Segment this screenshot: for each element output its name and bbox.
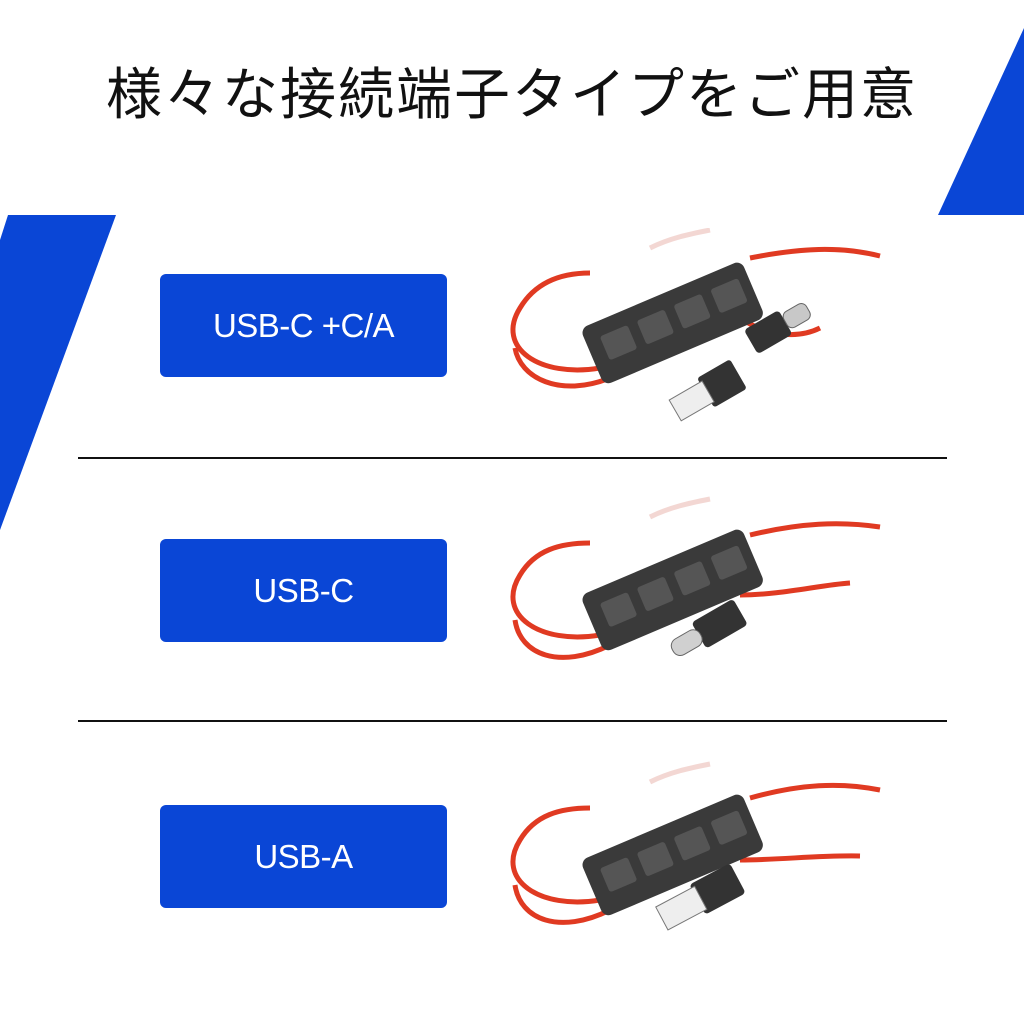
section-divider [78,720,947,722]
controller-usb-c-ca-image [510,228,881,422]
option-label-text: USB-A [254,837,353,875]
left-accent [0,215,116,530]
section-divider [78,457,947,459]
controller-usb-c-image [510,496,881,660]
option-label-usb-c: USB-C [160,539,447,642]
option-label-usb-a: USB-A [160,805,447,908]
controller-usb-a-image [510,761,881,931]
option-label-usb-c-ca: USB-C +C/A [160,274,447,377]
top-right-accent [938,28,1024,215]
option-label-text: USB-C [253,571,354,609]
option-label-text: USB-C +C/A [212,306,395,344]
page-title: 様々な接続端子タイプをご用意 [106,63,918,128]
